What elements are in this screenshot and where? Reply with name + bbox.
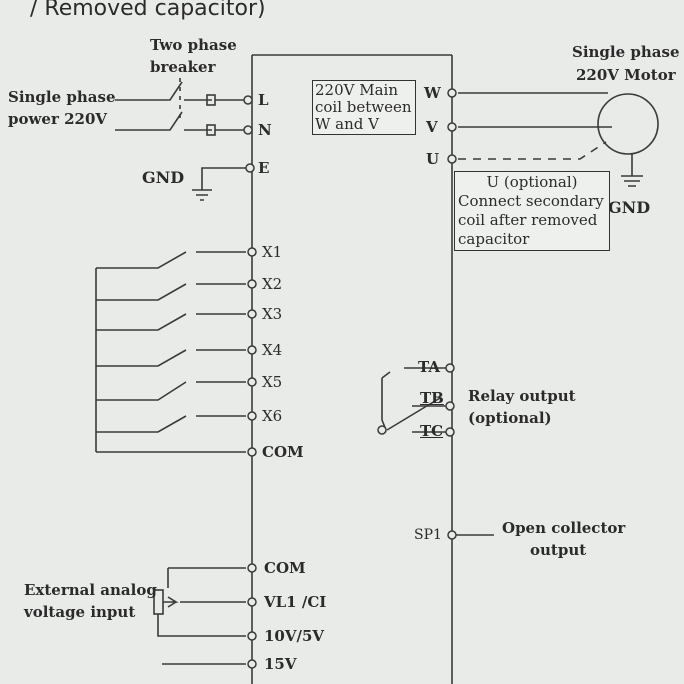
relay-label-line1: Relay output xyxy=(468,387,576,405)
secondary-coil-note: U (optional) Connect secondary coil afte… xyxy=(454,171,610,251)
gnd-label-left: GND xyxy=(142,168,185,187)
secondary-note-line4: capacitor xyxy=(458,230,530,248)
power-label-line2: power 220V xyxy=(8,110,108,128)
secondary-note-line2: Connect secondary xyxy=(458,192,604,210)
terminal-L: L xyxy=(258,91,269,109)
terminal-15V: 15V xyxy=(264,655,297,673)
terminal-X3: X3 xyxy=(262,305,283,323)
terminal-TB: TB xyxy=(420,389,444,407)
main-coil-line2: coil between xyxy=(315,98,412,116)
terminal-U: U xyxy=(426,150,440,168)
terminal-SP1: SP1 xyxy=(414,527,442,543)
main-coil-note: 220V Main coil between W and V xyxy=(312,80,416,135)
terminal-VL1-CI: VL1 /CI xyxy=(264,593,327,611)
terminal-W: W xyxy=(424,84,441,102)
terminal-X5: X5 xyxy=(262,373,283,391)
power-label-line1: Single phase xyxy=(8,88,116,106)
main-coil-line3: W and V xyxy=(315,115,379,133)
header-caption: / Removed capacitor) xyxy=(30,0,266,21)
motor-label-line1: Single phase xyxy=(572,43,680,61)
terminal-TC: TC xyxy=(420,422,444,440)
terminal-E: E xyxy=(258,159,270,177)
terminal-TA: TA xyxy=(418,358,440,376)
open-collector-line1: Open collector xyxy=(502,519,626,537)
terminal-V: V xyxy=(426,118,438,136)
secondary-note-line3: coil after removed xyxy=(458,211,598,229)
motor-label-line2: 220V Motor xyxy=(576,66,676,84)
breaker-title-line1: Two phase xyxy=(150,36,237,54)
secondary-note-line1: U (optional) xyxy=(486,173,578,191)
terminal-X4: X4 xyxy=(262,341,283,359)
analog-label-line1: External analog xyxy=(24,581,157,599)
open-collector-line2: output xyxy=(530,541,587,559)
terminal-X1: X1 xyxy=(262,243,283,261)
analog-label-line2: voltage input xyxy=(24,603,136,621)
terminal-COM-digital: COM xyxy=(262,443,304,461)
relay-label-line2: (optional) xyxy=(468,409,552,427)
terminal-X6: X6 xyxy=(262,407,283,425)
terminal-COM-analog: COM xyxy=(264,559,306,577)
terminal-X2: X2 xyxy=(262,275,283,293)
breaker-title-line2: breaker xyxy=(150,58,216,76)
gnd-label-right: GND xyxy=(608,198,651,217)
main-coil-line1: 220V Main xyxy=(315,81,398,99)
terminal-10V-5V: 10V/5V xyxy=(264,627,325,645)
terminal-N: N xyxy=(258,121,272,139)
